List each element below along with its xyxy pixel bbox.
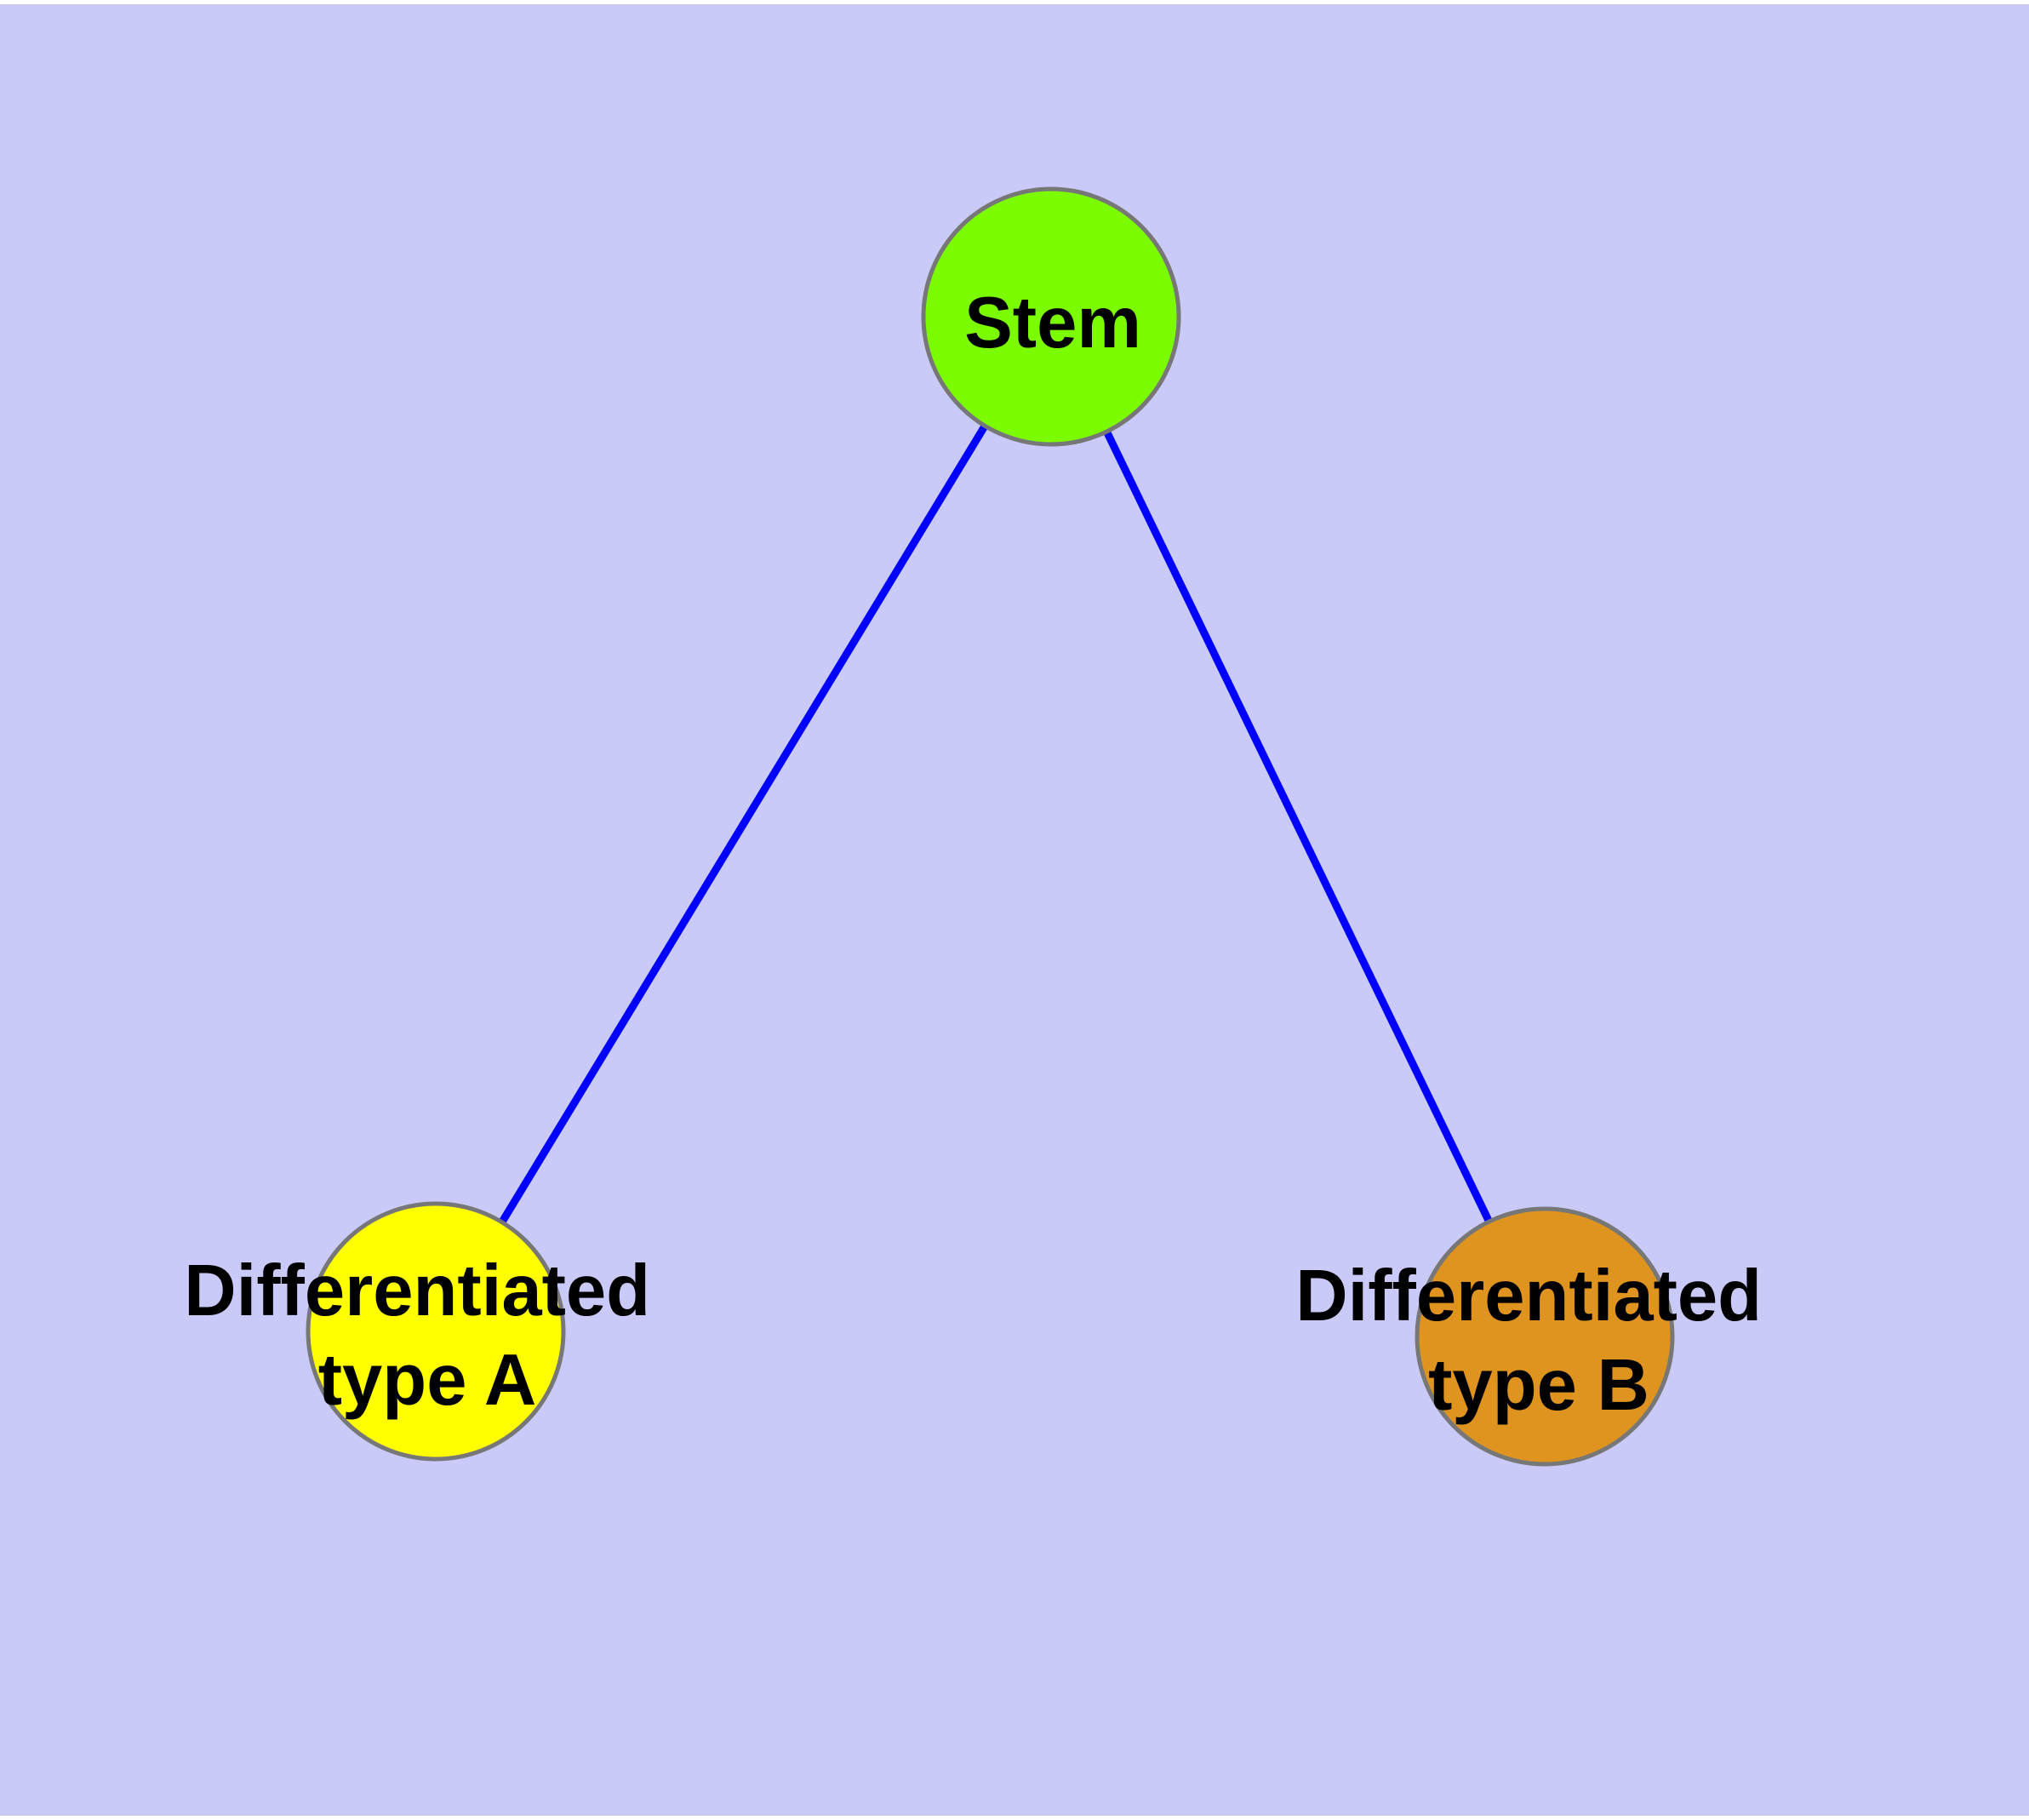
node-stem-circle [921, 186, 1181, 447]
edge-stem-to-type-b [1047, 315, 1549, 1338]
node-differentiated-type-a-label: Differentiated type A [184, 1251, 670, 1421]
node-differentiated-type-b: Differentiated type B [1295, 1206, 1781, 1467]
node-differentiated-type-b-label: Differentiated type B [1295, 1256, 1781, 1426]
node-differentiated-type-a: Differentiated type A [184, 1201, 670, 1462]
node-stem: Stem [921, 186, 1181, 447]
node-differentiated-type-b-label-line1: Differentiated [1295, 1256, 1762, 1336]
node-differentiated-type-b-label-line2: type B [1428, 1345, 1649, 1426]
node-differentiated-type-a-label-line2: type A [318, 1340, 537, 1421]
node-stem-label: Stem [964, 283, 1141, 363]
node-differentiated-type-a-label-line1: Differentiated [184, 1251, 650, 1331]
node-differentiated-type-a-circle [306, 1201, 566, 1462]
node-differentiated-type-b-circle [1415, 1206, 1675, 1467]
edge-stem-to-type-a [432, 314, 1055, 1334]
